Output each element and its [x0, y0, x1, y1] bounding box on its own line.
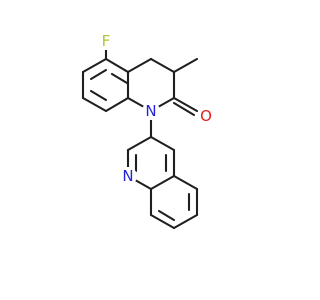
bond: [149, 57, 176, 74]
quinoline-nitrogen-atom: N: [119, 167, 137, 185]
oxygen-label: O: [200, 107, 212, 125]
bond: [149, 213, 176, 230]
bond: [172, 174, 199, 191]
bond: [172, 96, 199, 113]
bond: [172, 213, 199, 230]
bond-layer: [81, 39, 199, 230]
bond: [81, 96, 108, 113]
bond: [104, 96, 130, 113]
molecule-structure: F O N N: [81, 32, 215, 230]
atom-layer: F O N N: [97, 32, 215, 185]
bond: [157, 209, 176, 222]
bond: [126, 135, 153, 152]
bond: [81, 57, 108, 74]
lactam-nitrogen-label: N: [145, 102, 156, 120]
lactam-nitrogen-atom: N: [142, 102, 160, 120]
oxygen-atom: O: [197, 107, 215, 125]
bond: [89, 89, 108, 102]
quinoline-nitrogen-label: N: [122, 167, 133, 185]
bond: [110, 72, 129, 85]
bond: [104, 57, 130, 74]
bond: [89, 68, 108, 81]
bond: [172, 101, 196, 117]
bond: [149, 174, 176, 191]
fluorine-label: F: [102, 32, 111, 50]
bond: [172, 57, 199, 74]
fluorine-atom: F: [97, 32, 115, 50]
bond: [126, 57, 153, 74]
bond: [149, 135, 176, 152]
